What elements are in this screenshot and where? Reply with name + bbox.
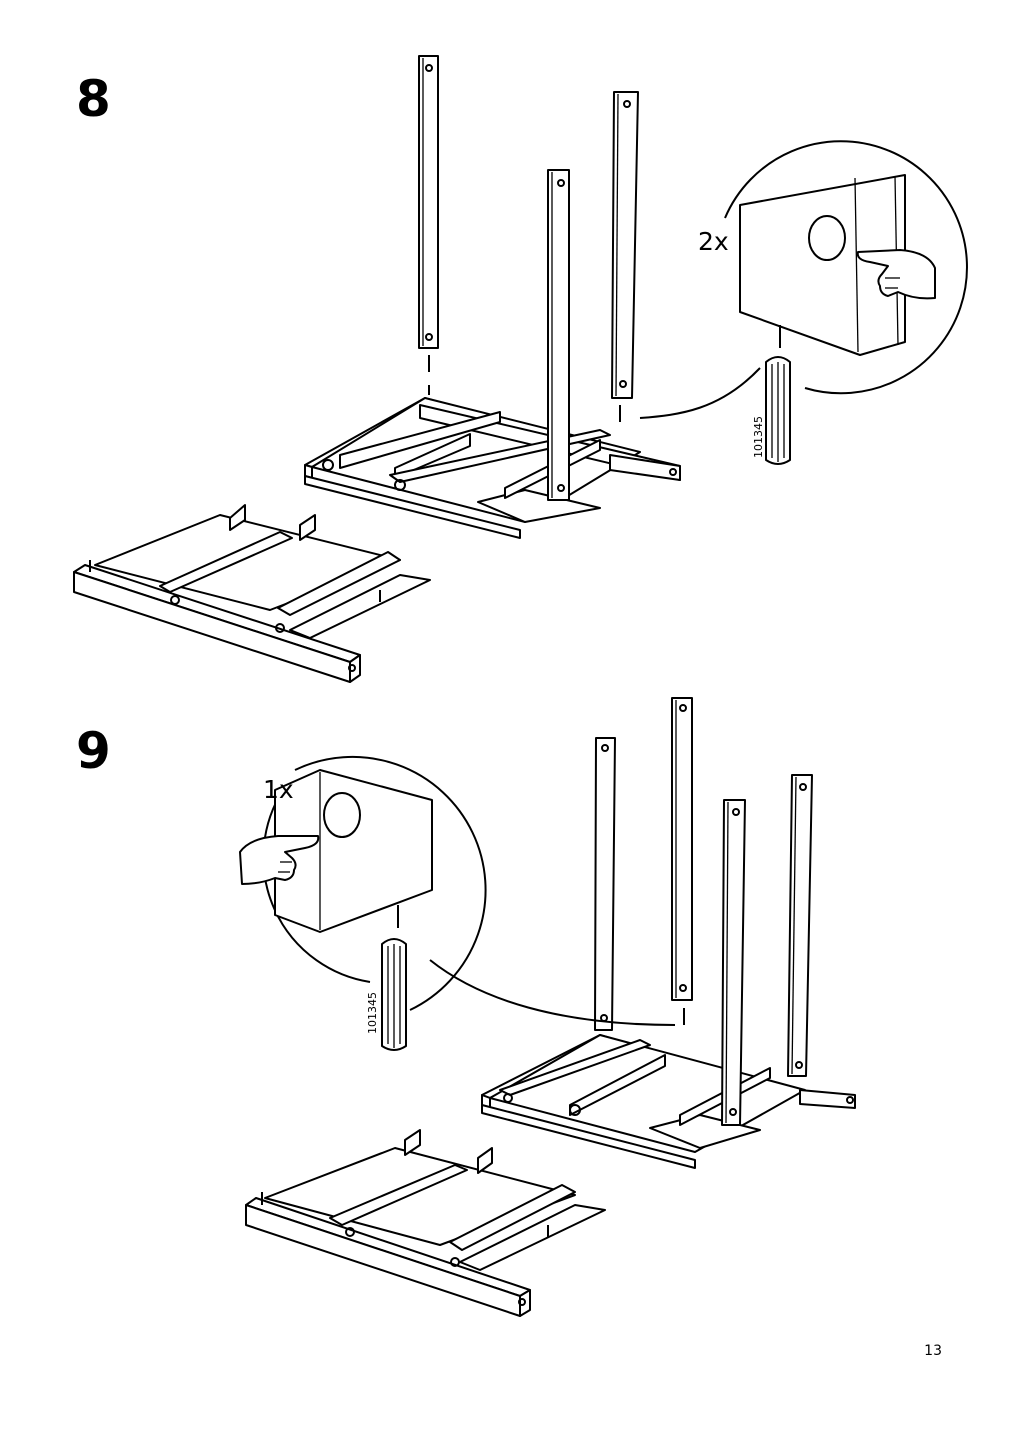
step9-magnifier-callout xyxy=(262,755,676,1026)
step8-legs xyxy=(418,55,639,501)
step-8-quantity: 2x xyxy=(698,227,729,256)
step9-legs xyxy=(594,697,813,1126)
step8-illustration xyxy=(73,55,968,683)
page-number: 13 xyxy=(924,1343,942,1359)
step8-lower-frame xyxy=(73,504,431,683)
hand-pointing-icon xyxy=(239,835,320,885)
step-9-quantity: 1x xyxy=(263,775,294,804)
dowel-icon xyxy=(381,938,407,1051)
step-9-number: 9 xyxy=(76,722,111,780)
step9-upper-frame xyxy=(481,1034,856,1169)
step9-illustration xyxy=(239,697,856,1317)
step-8-part-number: 101345 xyxy=(752,416,765,458)
step9-lower-frame xyxy=(245,1129,606,1317)
step-8-number: 8 xyxy=(76,70,111,128)
step-9-part-number: 101345 xyxy=(366,992,379,1034)
hand-pointing-icon xyxy=(856,249,936,300)
step8-magnifier-callout xyxy=(639,140,968,419)
dowel-icon xyxy=(765,356,791,465)
step8-upper-frame xyxy=(304,397,681,539)
